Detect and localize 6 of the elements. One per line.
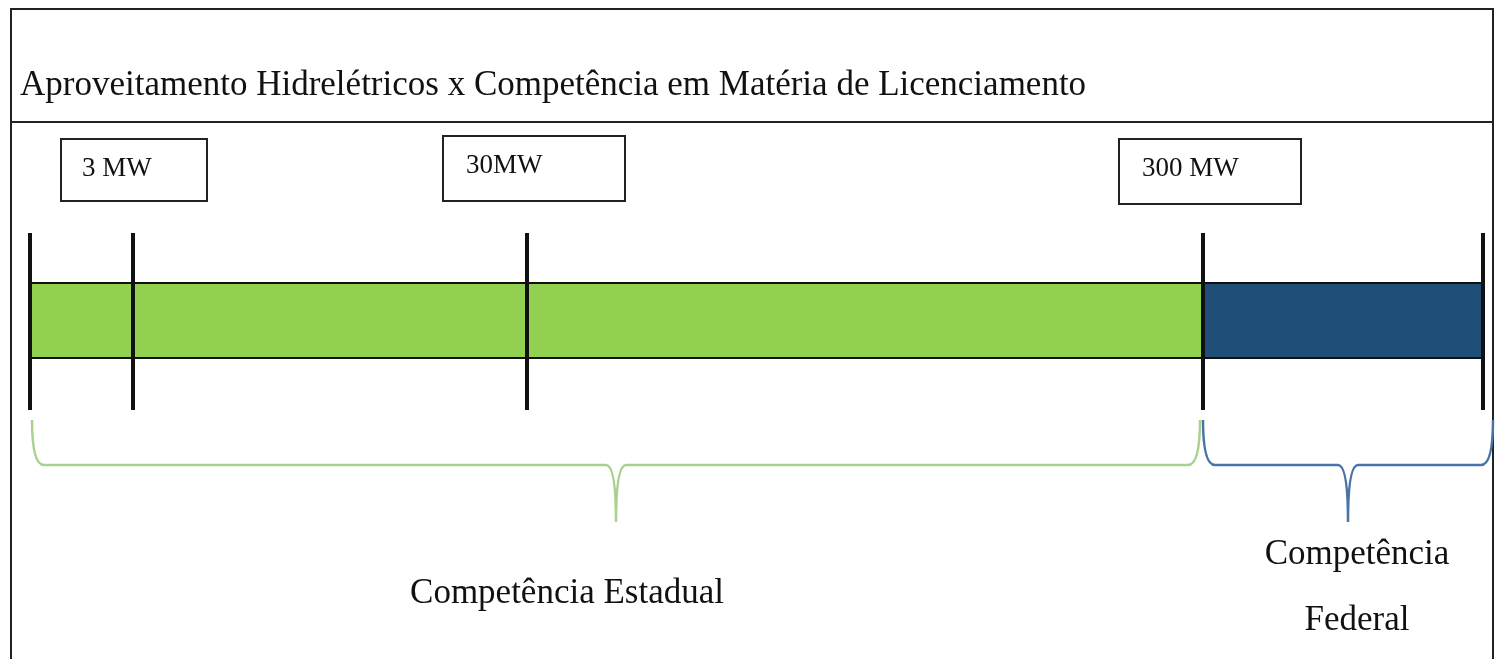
value-box: 3 MW <box>60 138 208 202</box>
range-label: Competência Estadual <box>409 571 725 613</box>
value-box: 300 MW <box>1118 138 1302 205</box>
range-label: Competência Federal <box>1263 532 1451 640</box>
heading: Aproveitamento Hidrelétricos x Competência em Matéria de Licenciamento <box>20 64 1087 104</box>
value-box: 30MW <box>442 135 626 202</box>
